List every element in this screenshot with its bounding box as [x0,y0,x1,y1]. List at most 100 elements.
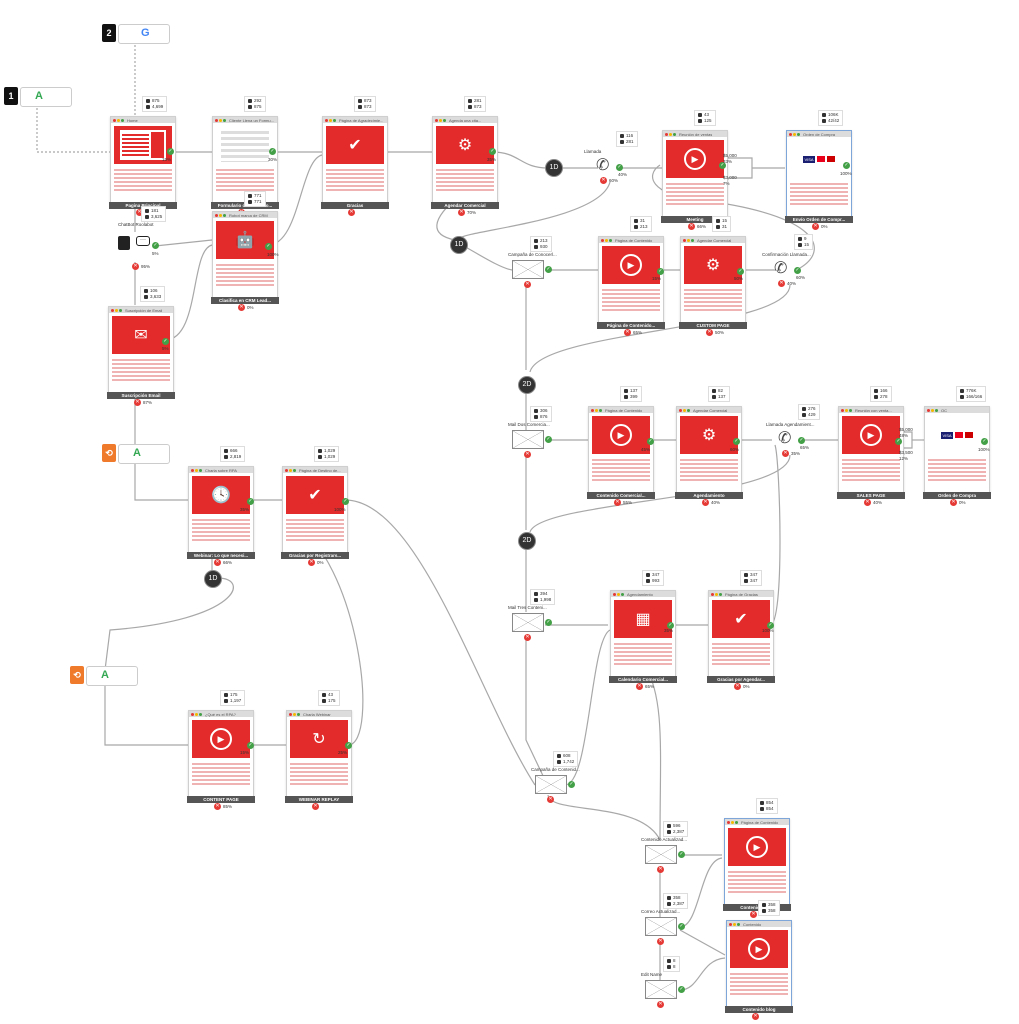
email-fail-dot[interactable]: ✕ [547,796,554,803]
funnel-node-agendamiento[interactable]: Agendar Comercial⚙Agendamiento [675,406,743,499]
funnel-node-webinar[interactable]: Charla sobre RPA🕓Webinar: Lo que necesi.… [187,466,255,559]
success-output-dot[interactable]: ✓ [342,498,349,505]
google-source-card[interactable]: G [118,24,170,44]
email-step-contenido-actualizado[interactable] [645,845,677,864]
success-output-dot[interactable]: ✓ [843,162,850,169]
funnel-node-content-page[interactable]: ¿Qué es el RPA?▶CONTENT PAGE [187,710,255,803]
chatbot-node[interactable]: ··· [118,232,152,260]
email-success-dot[interactable]: ✓ [545,266,552,273]
email-fail-dot[interactable]: ✕ [524,451,531,458]
drop-off-dot[interactable]: ✕ [750,911,757,918]
google-ads-remarketing-card-2[interactable]: A [86,666,138,686]
email-success-dot[interactable]: ✓ [678,923,685,930]
success-output-dot[interactable]: ✓ [981,438,988,445]
success-output-dot[interactable]: ✓ [269,148,276,155]
node-label[interactable]: Calendario Comercial... [609,676,677,683]
timer-icon[interactable]: 1D [545,159,563,177]
email-fail-dot[interactable]: ✕ [524,281,531,288]
success-output-dot[interactable]: ✓ [737,268,744,275]
email-success-dot[interactable]: ✓ [545,436,552,443]
success-output-dot[interactable]: ✓ [265,243,272,250]
success-output-dot[interactable]: ✓ [657,268,664,275]
email-step-correo-actualizado[interactable] [645,917,677,936]
success-output-dot[interactable]: ✓ [489,148,496,155]
node-label[interactable]: CONTENT PAGE [187,796,255,803]
node-label[interactable]: Agendar Comercial [431,202,499,209]
node-label[interactable]: Gracias por Agendar... [707,676,775,683]
success-output-dot[interactable]: ✓ [719,162,726,169]
success-output-dot[interactable]: ✓ [247,742,254,749]
drop-off-dot[interactable]: ✕ [734,683,741,690]
node-label[interactable]: SALES PAGE [837,492,905,499]
email-success-dot[interactable]: ✓ [568,781,575,788]
drop-off-dot[interactable]: ✕ [214,803,221,810]
phone-call-icon[interactable]: ✆ [774,260,788,277]
success-output-dot[interactable]: ✓ [733,438,740,445]
success-output-dot[interactable]: ✓ [162,338,169,345]
node-label[interactable]: WEBINAR REPLAY [285,796,353,803]
email-success-dot[interactable]: ✓ [545,619,552,626]
funnel-node-clasifica-crm[interactable]: Robot marca de CRM🤖Clasifica en CRM Lead… [211,211,279,304]
phone-call-icon[interactable]: ✆ [596,157,610,174]
funnel-node-contenido-blog-1[interactable]: Página de Contenido▶Contenido Blog [723,818,791,911]
email-fail-dot[interactable]: ✕ [657,866,664,873]
node-label[interactable]: Envío Orden de Compr... [785,216,853,223]
funnel-node-pagina-contenido-1[interactable]: Página de Contenido▶Página de Contenido.… [597,236,665,329]
phone-pass-dot[interactable]: ✓ [616,164,623,171]
funnel-node-agendar-comercial[interactable]: Agenda una cita...⚙Agendar Comercial [431,116,499,209]
drop-off-dot[interactable]: ✕ [812,223,819,230]
drop-off-dot[interactable]: ✕ [136,209,143,216]
success-output-dot[interactable]: ✓ [345,742,352,749]
email-success-dot[interactable]: ✓ [678,986,685,993]
funnel-node-meeting[interactable]: Reunión de ventas▶Meeting [661,130,729,223]
funnel-node-calendario-comercial[interactable]: Agendamiento▦Calendario Comercial... [609,590,677,683]
success-output-dot[interactable]: ✓ [895,438,902,445]
node-label[interactable]: Clasifica en CRM Lead... [211,297,279,304]
timer-icon[interactable]: 1D [450,236,468,254]
node-label[interactable]: Pagina Principal [109,202,177,209]
drop-off-dot[interactable]: ✕ [458,209,465,216]
drop-off-dot[interactable]: ✕ [688,223,695,230]
drop-off-dot[interactable]: ✕ [214,559,221,566]
email-fail-dot[interactable]: ✕ [524,634,531,641]
node-label[interactable]: Suscripción Email [107,392,175,399]
drop-off-dot[interactable]: ✕ [864,499,871,506]
timer-icon[interactable]: 2D [518,532,536,550]
drop-off-dot[interactable]: ✕ [238,304,245,311]
timer-icon[interactable]: 2D [518,376,536,394]
funnel-node-custom-page[interactable]: Agendar Comercial⚙CUSTOM PAGE [679,236,747,329]
email-step-edit-name[interactable] [645,980,677,999]
node-label[interactable]: Contenido Comercial... [587,492,655,499]
success-output-dot[interactable]: ✓ [767,622,774,629]
node-label[interactable]: Gracias por Registrars... [281,552,349,559]
funnel-node-contenido-comercial[interactable]: Página de Contenido▶Contenido Comercial.… [587,406,655,499]
phone-pass-dot[interactable]: ✓ [794,267,801,274]
funnel-node-sales-page[interactable]: Reunión con venta...▶SALES PAGE [837,406,905,499]
funnel-node-gracias[interactable]: Página de Agradecimie...✔Gracias [321,116,389,209]
drop-off-dot[interactable]: ✕ [752,1013,759,1020]
funnel-node-contenido-blog-2[interactable]: Contenido▶Contenido blog [725,920,793,1013]
drop-off-dot[interactable]: ✕ [950,499,957,506]
drop-off-dot[interactable]: ✕ [624,329,631,336]
funnel-node-gracias-registrarse[interactable]: Página de Destino de...✔Gracias por Regi… [281,466,349,559]
drop-off-dot[interactable]: ✕ [636,683,643,690]
chatbot-fail-dot[interactable]: ✕ [132,263,139,270]
google-ads-source-card[interactable]: A [20,87,72,107]
phone-call-icon[interactable]: ✆ [778,430,792,447]
drop-off-dot[interactable]: ✕ [134,399,141,406]
node-label[interactable]: Página de Contenido... [597,322,665,329]
success-output-dot[interactable]: ✓ [647,438,654,445]
node-label[interactable]: CUSTOM PAGE [679,322,747,329]
funnel-node-webinar-replay[interactable]: Charla Webinar↻WEBINAR REPLAY [285,710,353,803]
drop-off-dot[interactable]: ✕ [348,209,355,216]
success-output-dot[interactable]: ✓ [667,622,674,629]
email-step-mail-tres[interactable] [512,613,544,632]
email-step-campana-conocer[interactable] [512,260,544,279]
google-ads-remarketing-card-1[interactable]: A [118,444,170,464]
email-success-dot[interactable]: ✓ [678,851,685,858]
node-label[interactable]: Gracias [321,202,389,209]
drop-off-dot[interactable]: ✕ [614,499,621,506]
